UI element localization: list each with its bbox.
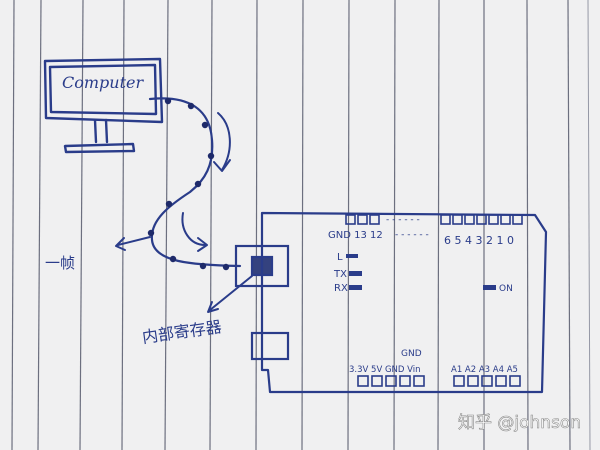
bottom-header-pins (357, 375, 521, 387)
top-dashes-lower: - - - - - - (395, 230, 429, 240)
power-jack (250, 331, 290, 361)
top-dashes: - - - - - - (386, 215, 420, 225)
arduino-board (260, 211, 548, 394)
led-l-label: L (337, 252, 343, 263)
led-on-label: ON (499, 284, 513, 294)
led-l (346, 254, 358, 258)
led-tx-label: TX (333, 269, 347, 280)
serial-cable (148, 97, 242, 268)
top-pins-label: GND 13 12 (328, 230, 383, 241)
analog-pins-label: A1 A2 A3 A4 A5 (451, 365, 518, 375)
led-rx (349, 285, 362, 290)
notebook-rule-lines (11, 0, 571, 450)
gnd-label: GND (401, 349, 422, 359)
top-header-pins (345, 214, 523, 225)
led-rx-label: RX (334, 283, 348, 294)
computer-monitor (43, 57, 164, 154)
led-tx (349, 271, 362, 276)
register-pointer-arrow (207, 275, 253, 313)
bit-dots (147, 97, 230, 271)
margin-line (587, 0, 591, 450)
digital-pins-label: 6 5 4 3 2 1 0 (444, 234, 514, 247)
direction-arrows (115, 112, 231, 252)
computer-label: Computer (62, 73, 144, 92)
watermark-text: 知乎 @johnson (458, 413, 581, 433)
led-on (483, 285, 496, 290)
frame-label: 一帧 (45, 254, 75, 272)
power-pins-label: 3.3V 5V GND Vin (349, 365, 421, 375)
